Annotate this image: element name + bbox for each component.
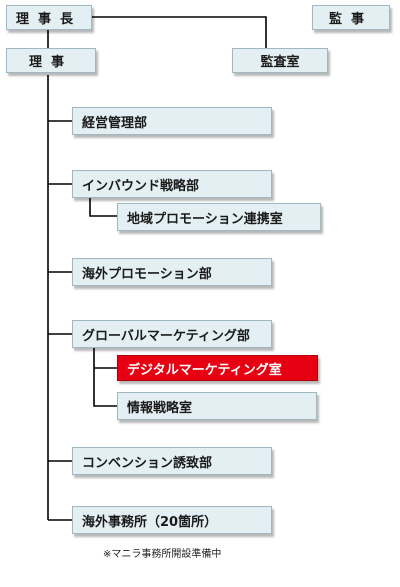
dept-management-label: 経営管理部 — [82, 115, 148, 131]
dept-overseas-offices: 海外事務所（20箇所） — [72, 506, 272, 534]
line-sub-global — [93, 347, 117, 407]
office-information-strategy-label: 情報戦略室 — [127, 400, 193, 416]
dept-global-marketing-label: グローバルマーケティング部 — [82, 328, 250, 344]
office-regional-promotion-label: 地域プロモーション連携室 — [127, 211, 283, 227]
dept-overseas-promotion-label: 海外プロモーション部 — [82, 266, 212, 282]
line-chairman-audit — [92, 16, 267, 48]
director-box: 理事 — [6, 48, 96, 73]
audit-office-box: 監査室 — [232, 48, 328, 73]
audit-office-label: 監査室 — [260, 55, 300, 70]
chairman-label: 理事長 — [15, 12, 82, 27]
dept-inbound-strategy: インバウンド戦略部 — [72, 170, 272, 198]
office-information-strategy: 情報戦略室 — [117, 392, 317, 420]
office-digital-marketing-label: デジタルマーケティング室 — [127, 362, 282, 378]
dept-global-marketing: グローバルマーケティング部 — [72, 320, 272, 348]
line-sub-inbound — [89, 197, 117, 217]
dept-overseas-offices-label: 海外事務所（20箇所） — [82, 514, 218, 530]
dept-overseas-promotion: 海外プロモーション部 — [72, 258, 272, 286]
office-digital-marketing: デジタルマーケティング室 — [117, 355, 318, 381]
dept-convention: コンベンション誘致部 — [72, 447, 272, 475]
footnote: ※マニラ事務所開設準備中 — [103, 545, 221, 560]
director-label: 理事 — [28, 55, 73, 70]
chairman-box: 理事長 — [6, 5, 92, 30]
auditor-label: 監事 — [328, 12, 373, 27]
dept-management: 経営管理部 — [72, 107, 272, 135]
dept-convention-label: コンベンション誘致部 — [82, 455, 213, 471]
office-regional-promotion: 地域プロモーション連携室 — [117, 203, 321, 231]
auditor-box: 監事 — [312, 5, 390, 30]
footnote-text: ※マニラ事務所開設準備中 — [103, 549, 222, 560]
dept-inbound-strategy-label: インバウンド戦略部 — [82, 178, 200, 194]
